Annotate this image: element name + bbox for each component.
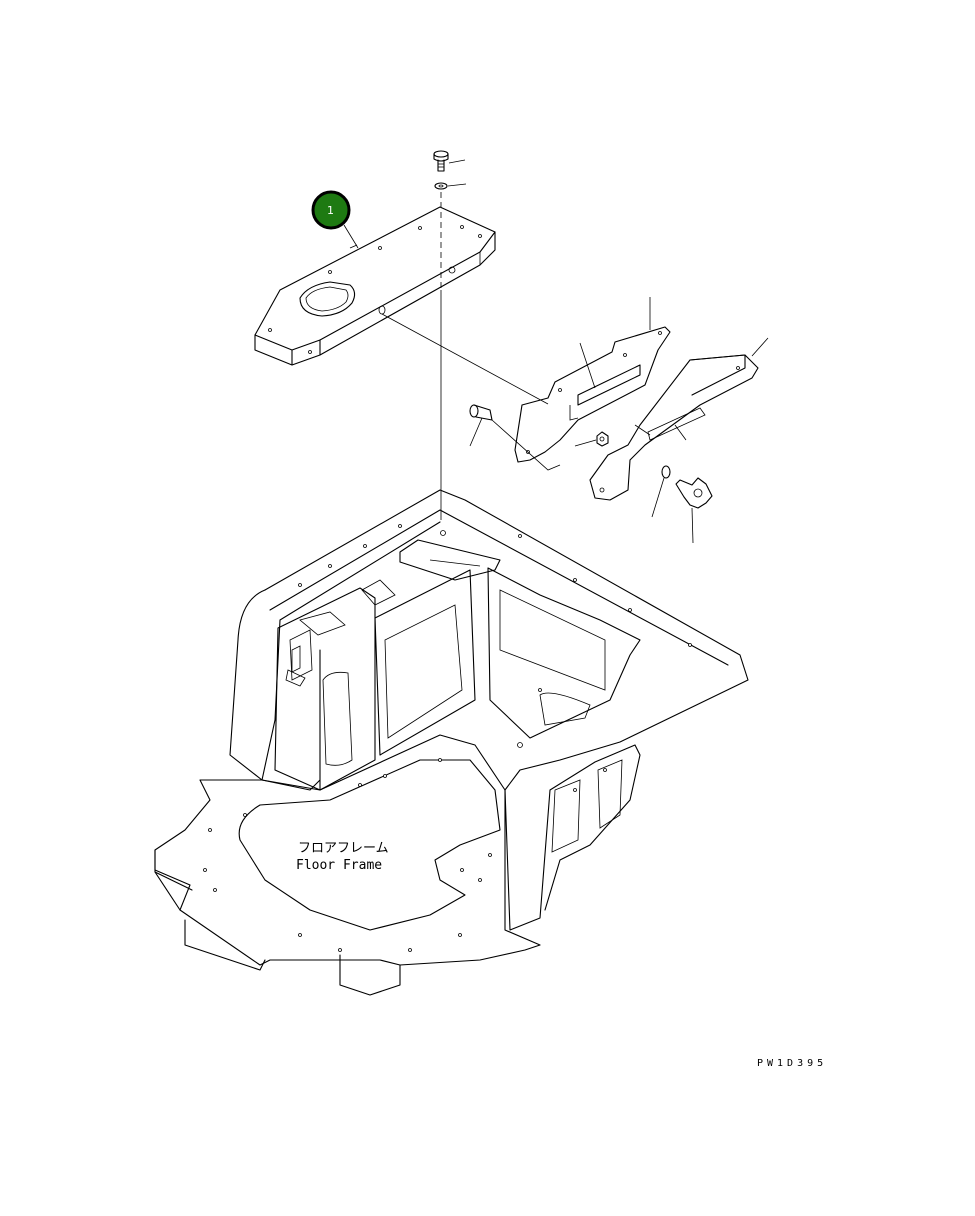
- top-bolt[interactable]: [433, 150, 466, 172]
- right-bracket[interactable]: [589, 337, 769, 501]
- callout-badge[interactable]: [311, 190, 351, 230]
- floor-frame[interactable]: [154, 489, 749, 996]
- knob-washer[interactable]: [651, 465, 671, 518]
- callout-1[interactable]: 1: [311, 190, 351, 230]
- floor-frame-label-jp: フロアフレーム: [298, 841, 389, 856]
- side-nut[interactable]: [574, 431, 609, 447]
- callout-number: 1: [327, 204, 334, 217]
- top-washer[interactable]: [434, 182, 467, 190]
- left-bracket[interactable]: [514, 297, 671, 463]
- console-cover[interactable]: [254, 206, 496, 366]
- side-bolt[interactable]: [469, 404, 561, 471]
- knob[interactable]: [675, 477, 713, 544]
- floor-frame-label-en: Floor Frame: [296, 858, 382, 873]
- drawing-code: PW1D395: [757, 1058, 827, 1069]
